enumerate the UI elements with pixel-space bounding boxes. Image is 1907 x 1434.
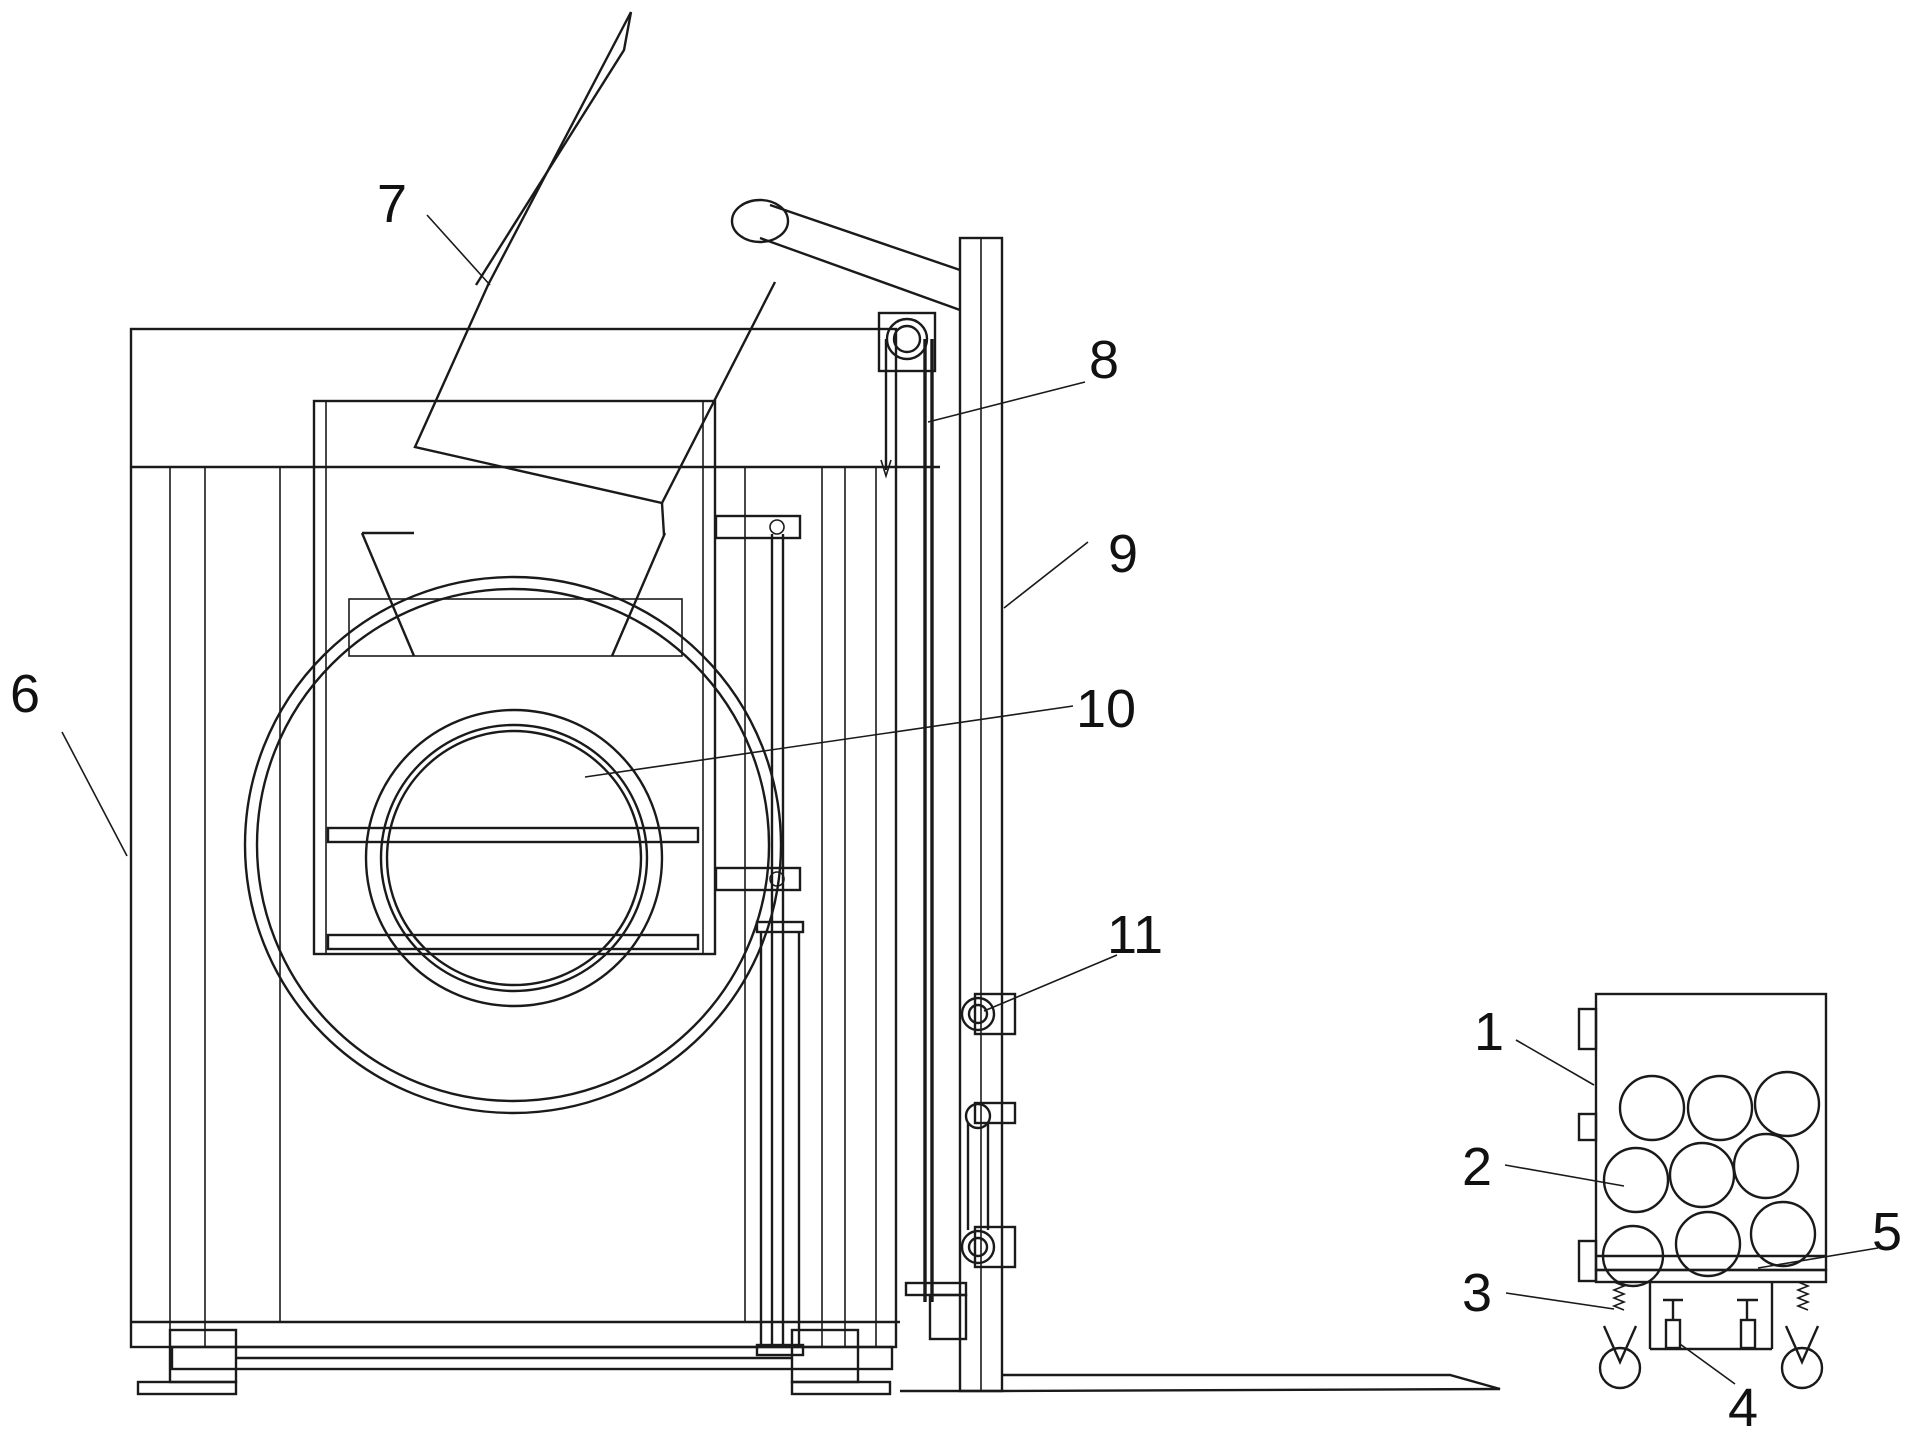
lift-mast — [730, 198, 1501, 1393]
label-1: 1 — [1474, 1002, 1504, 1062]
label-8: 8 — [1089, 330, 1119, 390]
label-2: 2 — [1462, 1137, 1492, 1197]
inner-frame — [312, 399, 717, 956]
latch-assembly — [714, 514, 805, 1357]
label-4: 4 — [1728, 1378, 1758, 1434]
label-6: 6 — [10, 664, 40, 724]
label-11: 11 — [1107, 905, 1163, 965]
loading-chute — [413, 11, 777, 536]
cloth-rolls — [1601, 1070, 1821, 1288]
machine-housing — [129, 327, 940, 1396]
label-3: 3 — [1462, 1263, 1492, 1323]
cart — [1577, 992, 1828, 1284]
drum — [243, 575, 783, 1115]
label-10: 10 — [1076, 679, 1136, 739]
label-5: 5 — [1872, 1202, 1902, 1262]
lift-chain — [877, 311, 968, 1341]
reference-labels: 6 7 8 9 10 11 1 2 3 4 5 — [10, 174, 1902, 1434]
label-9: 9 — [1108, 524, 1138, 584]
mast-rollers — [960, 992, 1017, 1269]
cart-springs-wheels — [1598, 1281, 1824, 1390]
label-7: 7 — [377, 174, 407, 234]
leader-lines — [61, 214, 1879, 1385]
